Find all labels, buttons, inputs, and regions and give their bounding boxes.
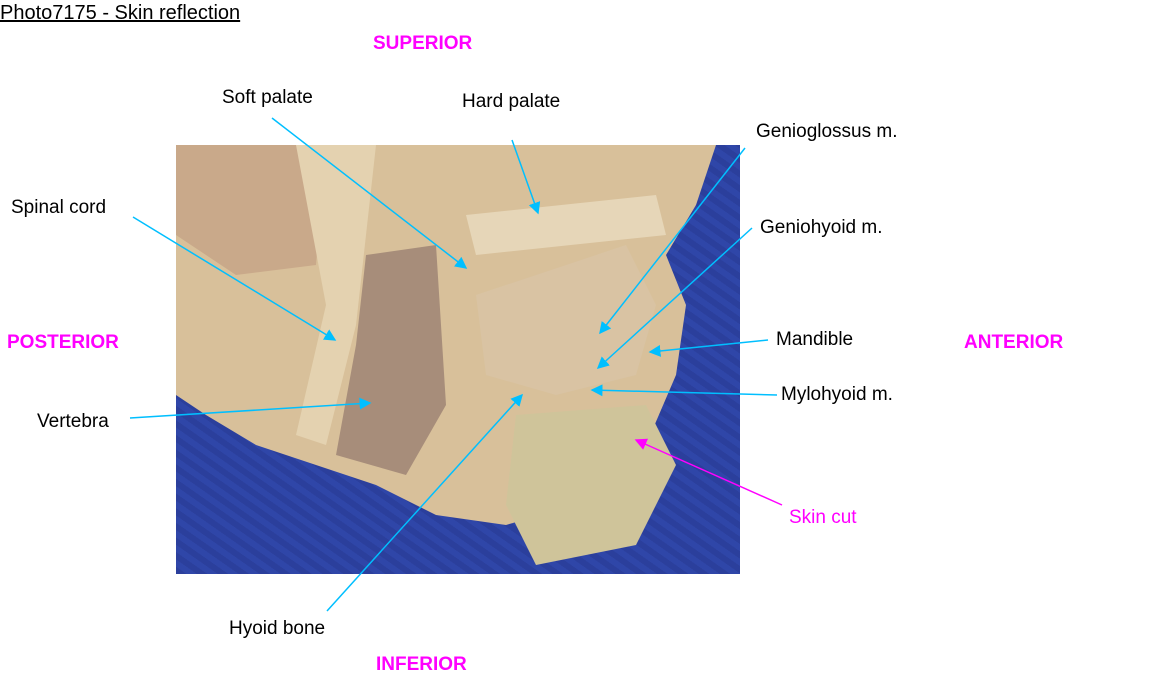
direction-anterior: ANTERIOR — [964, 332, 1064, 353]
skin-cut-line — [634, 438, 783, 506]
tissue-illustration — [176, 145, 716, 565]
dissection-photo — [176, 145, 740, 574]
hyoid-bone-line — [326, 393, 524, 612]
brain-region — [176, 145, 326, 275]
mylohyoid-line — [590, 384, 778, 397]
label-genioglossus: Genioglossus m. — [756, 121, 898, 142]
label-mandible: Mandible — [776, 329, 854, 350]
label-hyoid-bone: Hyoid bone — [229, 618, 326, 639]
mandible-line — [648, 339, 769, 357]
direction-inferior: INFERIOR — [376, 654, 467, 675]
vertebra-line — [129, 397, 372, 419]
tongue-region — [476, 245, 656, 395]
vertebra-region — [336, 245, 446, 475]
soft-palate-line — [271, 117, 468, 269]
label-skin-cut: Skin cut — [789, 507, 857, 528]
label-vertebra: Vertebra — [37, 411, 109, 432]
label-spinal-cord: Spinal cord — [11, 197, 107, 218]
direction-posterior: POSTERIOR — [7, 332, 119, 353]
hard-palate-region — [466, 195, 666, 255]
geniohyoid-line — [596, 227, 753, 370]
genioglossus-line — [599, 147, 746, 335]
skin-flap-region — [506, 405, 676, 565]
label-soft-palate: Soft palate — [222, 87, 313, 108]
label-hard-palate: Hard palate — [462, 91, 561, 112]
direction-superior: SUPERIOR — [373, 33, 473, 54]
hard-palate-line — [511, 139, 541, 215]
label-geniohyoid: Geniohyoid m. — [760, 217, 883, 238]
label-mylohyoid: Mylohyoid m. — [781, 384, 893, 405]
spinal-cord-region — [296, 145, 376, 445]
spinal-cord-line — [132, 216, 337, 341]
page-title: Photo7175 - Skin reflection — [0, 2, 241, 24]
